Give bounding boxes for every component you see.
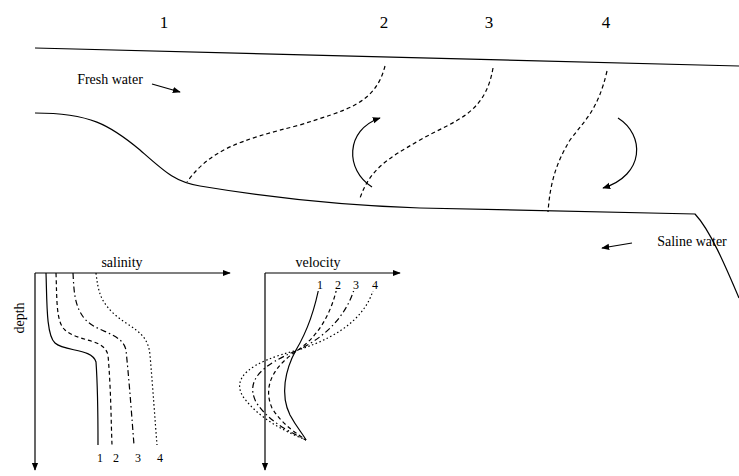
salinity-axis — [35, 272, 230, 273]
isohaline-2 — [187, 66, 385, 182]
salinity-profile-2 — [56, 273, 112, 445]
saline-water-arrow — [602, 243, 632, 248]
curve-number: 2 — [113, 452, 119, 464]
velocity-profile-1 — [285, 282, 320, 440]
curve-number: 2 — [334, 279, 342, 291]
circulation-arrow — [353, 118, 380, 187]
isohaline-4 — [548, 71, 607, 212]
axis-label: salinity — [101, 256, 142, 270]
depth-axis — [34, 273, 35, 470]
velocity-profile-3 — [253, 282, 356, 440]
fresh-water-arrow — [152, 84, 180, 92]
salinity-profile-3 — [73, 273, 134, 445]
velocity-profile-2 — [269, 282, 338, 440]
velocity-profile-4 — [240, 282, 375, 440]
section-number: 3 — [485, 14, 494, 31]
water-label: Fresh water — [77, 73, 143, 87]
curve-number: 3 — [135, 452, 141, 464]
axis-label: depth — [13, 302, 27, 333]
circulation-arrow — [603, 118, 637, 188]
salinity-profile-1 — [46, 273, 98, 445]
curve-number: 3 — [352, 279, 360, 291]
axis-label: velocity — [295, 256, 340, 270]
curve-number: 4 — [157, 452, 163, 464]
velocity-axis — [265, 272, 400, 273]
estuary-bed — [35, 113, 739, 298]
section-number: 4 — [602, 14, 611, 31]
curve-number: 4 — [371, 279, 379, 291]
water-surface — [35, 48, 739, 66]
water-label: Saline water — [657, 235, 727, 249]
isohaline-3 — [360, 68, 493, 198]
section-number: 1 — [160, 14, 169, 31]
curve-number: 1 — [97, 452, 103, 464]
salinity-profile-4 — [96, 273, 157, 445]
section-number: 2 — [380, 14, 389, 31]
velocity-depth-axis — [264, 273, 265, 470]
curve-number: 1 — [316, 279, 324, 291]
